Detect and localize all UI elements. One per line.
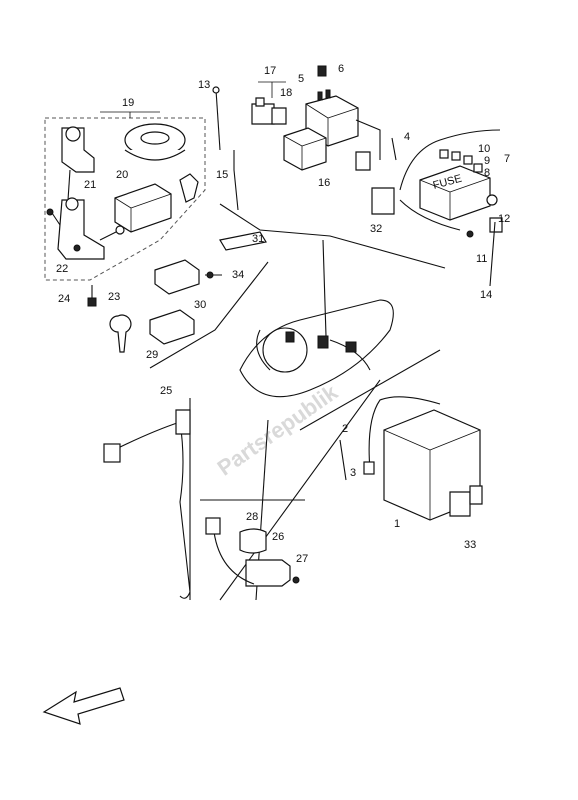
relay-16 <box>283 127 327 171</box>
callout-4: 4 <box>404 131 410 143</box>
coupler-28 <box>239 528 267 554</box>
callout-30: 30 <box>194 299 206 311</box>
battery-band-3 <box>339 439 347 481</box>
callout-14: 14 <box>480 289 492 301</box>
washer-12 <box>486 194 498 206</box>
cover-29 <box>149 309 195 345</box>
callout-11: 11 <box>476 253 487 265</box>
small-parts-left <box>87 231 269 369</box>
band-14 <box>489 221 496 287</box>
callout-31: 31 <box>252 233 264 245</box>
callout-21: 21 <box>84 179 96 191</box>
lower-parts <box>103 409 300 599</box>
fuse-box-group: FUSE <box>219 129 503 287</box>
wire-15 <box>233 150 239 211</box>
callout-17: 17 <box>264 65 276 77</box>
callout-34: 34 <box>232 269 244 281</box>
callout-13: 13 <box>198 79 210 91</box>
callout-12: 12 <box>498 213 510 225</box>
bolt-27 <box>292 576 300 584</box>
callout-29: 29 <box>146 349 158 361</box>
pad-31 <box>219 231 267 251</box>
ignition-switch-body <box>57 199 105 260</box>
relay-33 <box>449 491 471 517</box>
callout-labels: 1 2 3 4 5 6 7 8 9 10 11 12 13 14 15 16 1… <box>56 63 510 565</box>
starter-26 <box>245 559 291 587</box>
callout-19: 19 <box>122 97 134 109</box>
callout-10: 10 <box>478 143 490 155</box>
callout-15: 15 <box>216 169 228 181</box>
callout-24: 24 <box>58 293 70 305</box>
bolt-34 <box>206 271 214 279</box>
callout-27: 27 <box>296 553 308 565</box>
callout-18: 18 <box>280 87 292 99</box>
callout-7: 7 <box>504 153 510 165</box>
connector-25 <box>103 443 121 463</box>
seat-lock <box>114 183 172 233</box>
battery-cable-2 <box>368 396 441 471</box>
relay-17 <box>251 103 275 125</box>
callout-8: 8 <box>484 167 490 179</box>
callout-6: 6 <box>338 63 344 75</box>
callout-20: 20 <box>116 169 128 181</box>
motorcycle-connector <box>317 335 329 349</box>
battery-group <box>339 396 483 521</box>
callout-33: 33 <box>464 539 476 551</box>
relay-18 <box>271 107 287 125</box>
wire-25 <box>109 421 191 599</box>
motorcycle-outline <box>239 239 394 398</box>
band-13 <box>215 89 221 151</box>
callout-25: 25 <box>160 385 172 397</box>
callout-1: 1 <box>394 518 400 530</box>
key-23 <box>109 314 132 353</box>
ignition-group <box>44 111 206 281</box>
connector-32 <box>371 187 395 215</box>
relay-group <box>212 65 397 211</box>
callout-5: 5 <box>298 73 304 85</box>
callout-32: 32 <box>370 223 382 235</box>
screw-24 <box>87 297 97 307</box>
callout-16: 16 <box>318 177 330 189</box>
clip-4 <box>391 137 397 161</box>
screw-11 <box>466 230 474 238</box>
bolt-6 <box>317 65 327 77</box>
callout-23: 23 <box>108 291 120 303</box>
callout-3: 3 <box>350 467 356 479</box>
callout-26: 26 <box>272 531 284 543</box>
callout-2: 2 <box>342 423 348 435</box>
cover-30 <box>154 259 200 295</box>
fuse-box <box>419 165 491 221</box>
callout-9: 9 <box>484 155 490 167</box>
watermark: Partsrepublik <box>213 379 343 481</box>
direction-arrow-icon <box>42 687 125 725</box>
callout-28: 28 <box>246 511 258 523</box>
callout-22: 22 <box>56 263 68 275</box>
